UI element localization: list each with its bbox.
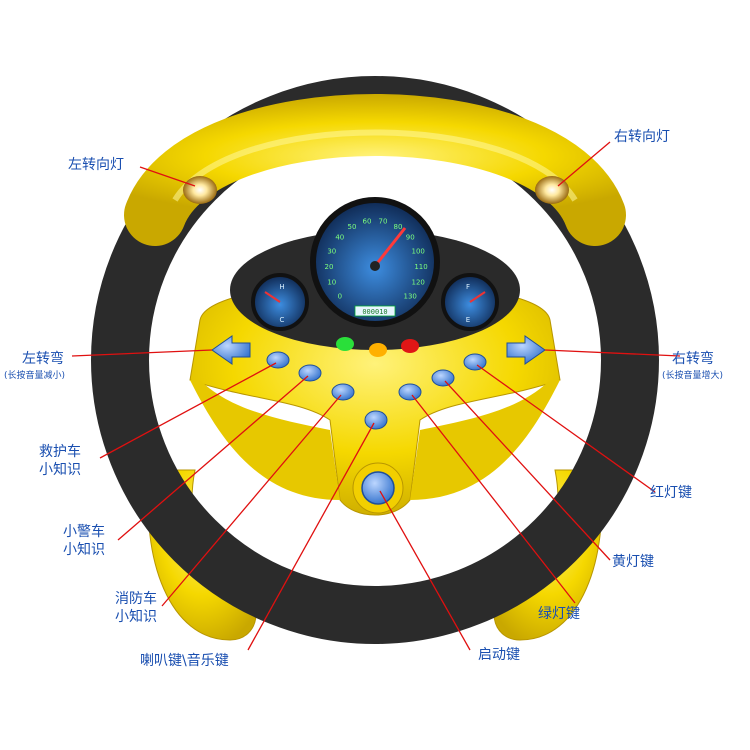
- speed-tick-label: 120: [412, 279, 425, 287]
- label-left-turn: 左转弯: [22, 351, 64, 367]
- label-police-line2: 小知识: [63, 542, 105, 558]
- label-right-signal: 右转向灯: [614, 129, 670, 145]
- red-light-button[interactable]: [463, 353, 487, 371]
- speed-tick-label: 10: [327, 279, 336, 287]
- label-fire-line1: 消防车: [115, 591, 157, 607]
- speed-tick-label: 40: [335, 233, 344, 241]
- label-left-turn-note: (长按音量减小): [4, 371, 66, 381]
- speed-tick-label: 0: [338, 293, 342, 301]
- speed-tick-label: 130: [404, 293, 417, 301]
- police-button[interactable]: [298, 364, 322, 382]
- right-signal-lamp: [535, 176, 569, 204]
- label-horn-music: 喇叭键\音乐键: [140, 653, 229, 669]
- odometer-box: [354, 305, 396, 317]
- left-turn-button[interactable]: [211, 335, 251, 365]
- label-ambulance-line1: 救护车: [39, 444, 81, 460]
- speedometer-needle: [373, 227, 407, 267]
- speed-tick-label: 100: [412, 247, 425, 255]
- red-led: [401, 339, 419, 353]
- label-start: 启动键: [478, 647, 520, 663]
- speed-tick-label: 20: [325, 263, 334, 271]
- label-police-line1: 小警车: [63, 524, 105, 540]
- odometer-value: 000010: [362, 308, 387, 316]
- green-light-button[interactable]: [398, 383, 422, 401]
- start-button[interactable]: [361, 471, 395, 505]
- left-signal-lamp: [183, 176, 217, 204]
- label-ambulance-line2: 小知识: [39, 462, 81, 478]
- ambulance-button[interactable]: [266, 351, 290, 369]
- speed-tick-label: 30: [327, 247, 336, 255]
- speed-tick-label: 60: [363, 218, 372, 226]
- wheel-lower-spoke-left: [190, 380, 340, 500]
- label-red-light: 红灯键: [650, 485, 692, 501]
- label-right-turn-note: (长按音量增大): [662, 371, 724, 381]
- green-led: [336, 337, 354, 351]
- speed-tick-label: 70: [379, 218, 388, 226]
- gauge-right-f: F: [466, 283, 470, 291]
- label-ambulance: 救护车 小知识: [30, 443, 90, 479]
- label-left-signal: 左转向灯: [68, 157, 124, 173]
- right-turn-button[interactable]: [506, 335, 546, 365]
- label-yellow-light: 黄灯键: [612, 554, 654, 570]
- speed-tick-label: 110: [414, 263, 427, 271]
- leader-lines: [71, 141, 681, 651]
- yellow-light-button[interactable]: [431, 369, 455, 387]
- fire-button[interactable]: [331, 383, 355, 401]
- speed-tick-label: 80: [394, 223, 403, 231]
- yellow-led: [369, 343, 387, 357]
- gauge-left-c: C: [280, 316, 285, 324]
- label-right-turn: 右转弯: [672, 351, 714, 367]
- wheel-rim-yellow-top: [124, 94, 626, 246]
- gauge-left-h: H: [279, 283, 284, 291]
- horn-button[interactable]: [364, 410, 388, 430]
- label-police: 小警车 小知识: [54, 523, 114, 559]
- gauge-right-e: E: [466, 316, 470, 324]
- label-fire: 消防车 小知识: [106, 590, 166, 626]
- label-green-light: 绿灯键: [538, 606, 580, 622]
- speed-tick-label: 50: [348, 223, 357, 231]
- label-fire-line2: 小知识: [115, 609, 157, 625]
- speed-tick-label: 90: [406, 233, 415, 241]
- wheel-lower-spoke-right: [410, 380, 560, 500]
